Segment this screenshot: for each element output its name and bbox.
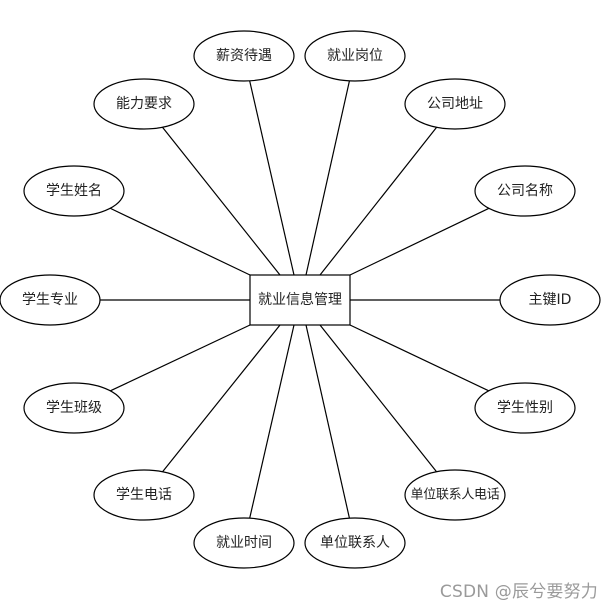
attribute-ellipse [474, 165, 576, 217]
attribute-node: 学生电话 [93, 469, 195, 521]
attribute-ellipse [404, 469, 506, 521]
attribute-node: 学生性别 [474, 382, 576, 434]
attribute-ellipse [23, 382, 125, 434]
relationship-line [319, 324, 438, 473]
attribute-ellipse [93, 78, 195, 130]
attribute-ellipse [23, 165, 125, 217]
relationship-line [110, 324, 251, 392]
attribute-label: 学生性别 [497, 400, 553, 416]
attribute-node: 单位联系人 [304, 517, 406, 569]
attribute-ellipse [304, 30, 406, 82]
attribute-ellipse [0, 274, 101, 326]
attribute-node: 单位联系人电话 [404, 469, 506, 521]
attribute-label: 主键ID [529, 292, 572, 308]
relationship-line [319, 126, 438, 276]
attribute-ellipse [93, 469, 195, 521]
attribute-ellipse [404, 78, 506, 130]
attribute-label: 学生专业 [22, 292, 78, 308]
attribute-node: 学生专业 [0, 274, 101, 326]
attribute-ellipse [193, 517, 295, 569]
entity-node-employment-info: 就业信息管理 [249, 274, 351, 326]
attribute-label: 单位联系人电话 [411, 488, 500, 503]
attribute-ellipse [499, 274, 601, 326]
attribute-label: 公司地址 [427, 96, 483, 112]
attribute-ellipse [474, 382, 576, 434]
watermark: CSDN @辰兮要努力 [439, 582, 598, 602]
attribute-label: 学生姓名 [46, 183, 102, 199]
relationship-lines [100, 80, 500, 519]
relationship-line [109, 207, 251, 276]
relationship-line [305, 80, 351, 276]
entity-rectangle [249, 274, 351, 326]
relationship-line [249, 324, 295, 519]
relationship-line [162, 324, 281, 473]
attribute-node: 薪资待遇 [193, 30, 295, 82]
attribute-node: 学生班级 [23, 382, 125, 434]
attribute-node: 主键ID [499, 274, 601, 326]
relationship-line [349, 207, 490, 276]
attribute-label: 就业岗位 [327, 48, 383, 64]
attribute-node: 公司名称 [474, 165, 576, 217]
attribute-node: 就业时间 [193, 517, 295, 569]
attribute-label: 学生班级 [46, 400, 102, 416]
attribute-label: 单位联系人 [320, 535, 390, 551]
relationship-line [249, 80, 295, 276]
relationship-line [349, 324, 489, 392]
attribute-ellipse [193, 30, 295, 82]
attribute-label: 薪资待遇 [216, 48, 272, 64]
attribute-label: 学生电话 [116, 487, 172, 503]
relationship-line [162, 126, 281, 276]
entity-label: 就业信息管理 [258, 291, 342, 308]
attribute-label: 能力要求 [116, 96, 172, 112]
attribute-label: 公司名称 [497, 183, 553, 199]
attribute-node: 能力要求 [93, 78, 195, 130]
attribute-node: 公司地址 [404, 78, 506, 130]
relationship-line [305, 324, 351, 519]
attribute-label: 就业时间 [216, 535, 272, 551]
attribute-node: 学生姓名 [23, 165, 125, 217]
attribute-node: 就业岗位 [304, 30, 406, 82]
attribute-ellipse [304, 517, 406, 569]
